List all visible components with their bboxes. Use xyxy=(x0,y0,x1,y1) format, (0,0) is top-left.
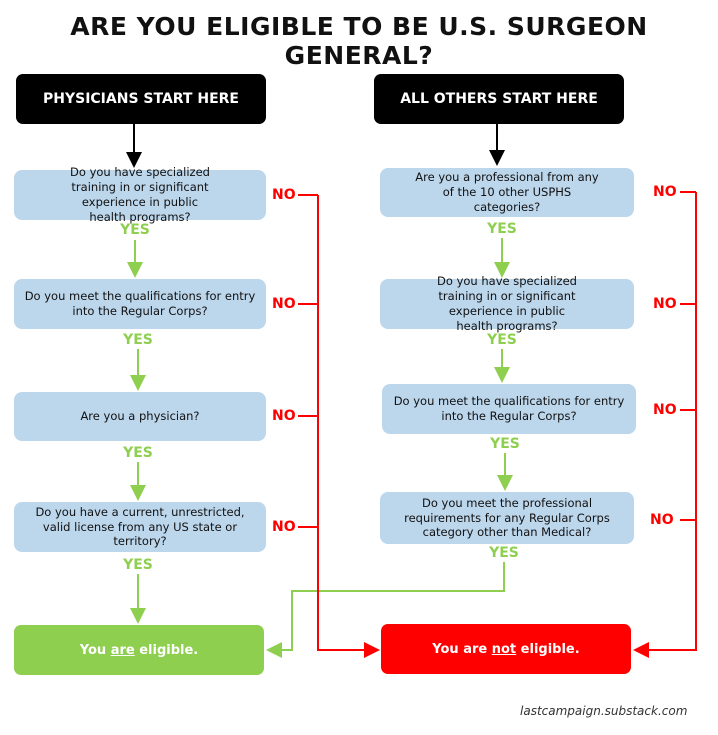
no-label: NO xyxy=(650,512,674,528)
yes-label: YES xyxy=(489,545,519,561)
yes-label: YES xyxy=(490,436,520,452)
no-label: NO xyxy=(653,296,677,312)
yes-label: YES xyxy=(123,557,153,573)
no-label: NO xyxy=(653,402,677,418)
right-question-4: Do you meet the professional requirement… xyxy=(380,492,634,544)
right-question-2: Do you have specialized training in or s… xyxy=(380,274,634,333)
no-label: NO xyxy=(272,296,296,312)
page-title: ARE YOU ELIGIBLE TO BE U.S. SURGEON GENE… xyxy=(70,12,648,70)
outcome-text: You are not eligible. xyxy=(432,641,580,657)
eligible-outcome: You are eligible. xyxy=(14,625,264,675)
footer-credit: lastcampaign.substack.com xyxy=(520,704,688,718)
yes-label: YES xyxy=(487,221,517,237)
yes-label: YES xyxy=(487,332,517,348)
no-label: NO xyxy=(272,408,296,424)
no-label: NO xyxy=(653,184,677,200)
no-label: NO xyxy=(272,187,296,203)
left-question-1: Do you have specialized training in or s… xyxy=(14,165,266,224)
yes-label: YES xyxy=(123,332,153,348)
others-start-box: ALL OTHERS START HERE xyxy=(374,74,624,124)
right-question-3: Do you meet the qualifications for entry… xyxy=(382,384,636,434)
left-question-3: Are you a physician? xyxy=(14,392,266,441)
left-question-4: Do you have a current, unrestricted, val… xyxy=(14,502,266,552)
yes-label: YES xyxy=(120,222,150,238)
outcome-text: You are eligible. xyxy=(79,642,199,658)
not-eligible-outcome: You are not eligible. xyxy=(381,624,631,674)
no-label: NO xyxy=(272,519,296,535)
physicians-start-box: PHYSICIANS START HERE xyxy=(16,74,266,124)
left-question-2: Do you meet the qualifications for entry… xyxy=(14,279,266,329)
yes-label: YES xyxy=(123,445,153,461)
right-question-1: Are you a professional from any of the 1… xyxy=(380,168,634,217)
